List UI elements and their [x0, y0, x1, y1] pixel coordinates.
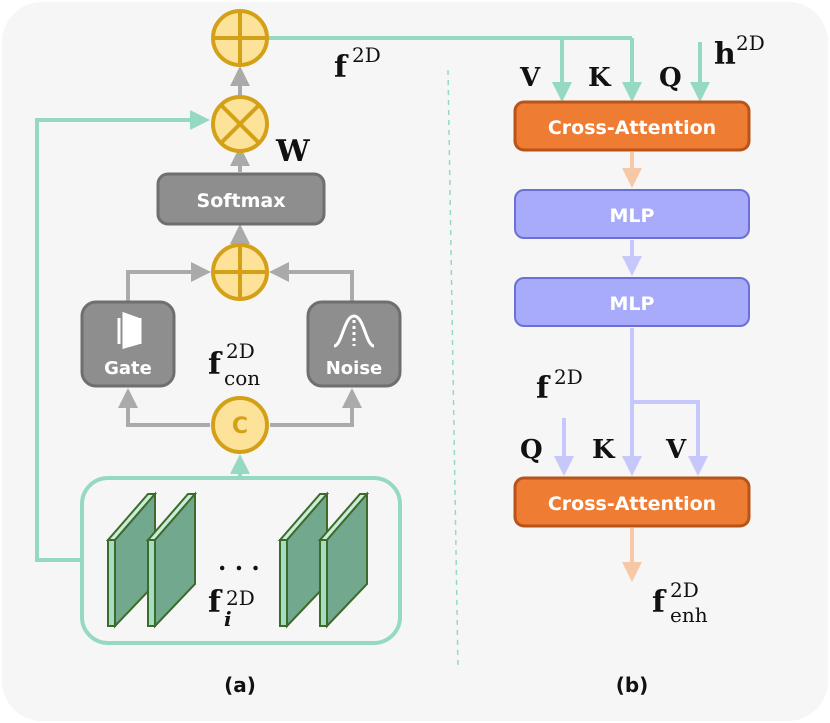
svg-text:i: i	[224, 607, 232, 631]
concat-label: C	[232, 414, 248, 439]
svg-text:f: f	[334, 50, 349, 85]
skip-connection-arrow	[35, 110, 210, 562]
feature-map-1	[105, 491, 158, 629]
panel-b: V K Q h 2D Cross-Attention MLP MLP f	[513, 31, 765, 697]
gate-label: Gate	[104, 358, 152, 379]
door-icon	[117, 311, 142, 349]
f2d-mid-label: f 2D	[536, 365, 583, 406]
multiply-node	[211, 95, 269, 153]
mlp-1-node: MLP	[514, 189, 750, 239]
mlp-1-label: MLP	[610, 205, 655, 227]
svg-text:h: h	[714, 37, 736, 72]
k-label-top: K	[588, 63, 612, 93]
q-label-top: Q	[659, 63, 682, 93]
svg-text:f: f	[536, 371, 551, 406]
f2d-top-label: f 2D	[334, 43, 381, 85]
cross-attention-bottom-label: Cross-Attention	[548, 493, 716, 515]
cross-attention-top-node: Cross-Attention	[513, 100, 751, 152]
k-label-bottom: K	[592, 435, 616, 465]
feature-map-2	[145, 491, 198, 629]
add-middle-node	[211, 243, 269, 301]
svg-text:2D: 2D	[554, 365, 583, 389]
mlp-2-node: MLP	[514, 277, 750, 327]
fenh-label: f 2D enh	[652, 578, 708, 627]
softmax-node: Softmax	[156, 172, 326, 226]
gate-to-add-arrow	[126, 262, 211, 302]
caption-a: (a)	[224, 673, 256, 697]
panel-a: Softmax W Gate Noise	[35, 9, 632, 697]
add-top-node	[211, 9, 269, 67]
caption-b: (b)	[616, 673, 649, 697]
v-label-bottom: V	[665, 435, 687, 465]
svg-text:2D: 2D	[736, 31, 765, 55]
ellipsis: . . .	[218, 547, 260, 576]
svg-text:f: f	[208, 347, 223, 382]
svg-text:2D: 2D	[352, 43, 381, 67]
noise-node: Noise	[306, 300, 402, 388]
cross-attention-bottom-node: Cross-Attention	[513, 476, 751, 528]
v-label-top: V	[519, 63, 541, 93]
concat-to-gate-arrow	[118, 388, 210, 427]
svg-text:2D: 2D	[670, 578, 699, 602]
svg-text:enh: enh	[670, 603, 708, 627]
mlp-2-label: MLP	[610, 293, 655, 315]
softmax-label: Softmax	[197, 190, 286, 212]
feature-maps-box: . . . f 2D i	[80, 476, 402, 645]
noise-to-add-arrow	[269, 262, 354, 302]
svg-text:f: f	[208, 585, 223, 620]
feature-map-4	[317, 491, 370, 629]
bell-curve-icon	[333, 314, 375, 348]
noise-label: Noise	[326, 358, 383, 379]
svg-text:2D: 2D	[226, 339, 255, 363]
q-label-bottom: Q	[520, 435, 543, 465]
concat-to-noise-arrow	[270, 388, 362, 427]
panel-divider	[447, 69, 459, 671]
mlp2-to-v-arrow	[632, 400, 708, 476]
w-label: W	[275, 134, 311, 169]
cross-attention-top-label: Cross-Attention	[548, 117, 716, 139]
concat-node: C	[211, 396, 269, 454]
svg-text:con: con	[224, 366, 260, 390]
fi-label: f 2D i	[208, 585, 255, 631]
gate-node: Gate	[80, 300, 176, 388]
h2d-label: h 2D	[714, 31, 765, 72]
fcon-label: f 2D con	[208, 339, 260, 390]
svg-text:f: f	[652, 585, 667, 620]
svg-text:2D: 2D	[226, 586, 255, 610]
